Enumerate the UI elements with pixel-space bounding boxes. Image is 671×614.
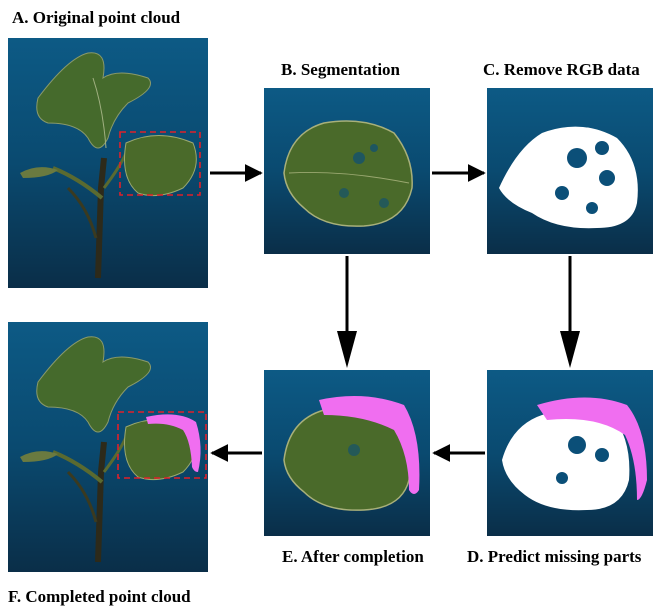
plant-point-cloud-image	[20, 52, 201, 279]
segmented-leaf-image	[283, 120, 413, 227]
label-b-segmentation: B. Segmentation	[281, 60, 400, 79]
panel-b-segmentation	[264, 88, 430, 254]
predicted-point-cloud-image	[502, 397, 647, 511]
completed-plant-point-cloud-image	[20, 336, 207, 563]
arrow-down-icon	[337, 256, 357, 368]
panel-c-remove-rgb	[487, 88, 653, 254]
white-point-cloud-image	[499, 126, 638, 229]
completed-leaf-image	[283, 396, 420, 511]
label-f-completed-point-cloud: F. Completed point cloud	[8, 587, 191, 606]
label-c-remove-rgb: C. Remove RGB data	[483, 60, 640, 79]
panel-a-original	[8, 38, 208, 288]
panel-e-after-completion	[264, 370, 430, 536]
panel-d-predict-missing	[487, 370, 653, 536]
label-a-original-point-cloud: A. Original point cloud	[12, 8, 181, 27]
bbox-a	[119, 131, 201, 196]
bbox-f	[117, 411, 207, 479]
label-e-after-completion: E. After completion	[282, 547, 424, 566]
label-d-predict-missing: D. Predict missing parts	[467, 547, 642, 566]
arrow-down-icon	[560, 256, 580, 368]
panel-f-completed	[8, 322, 208, 572]
